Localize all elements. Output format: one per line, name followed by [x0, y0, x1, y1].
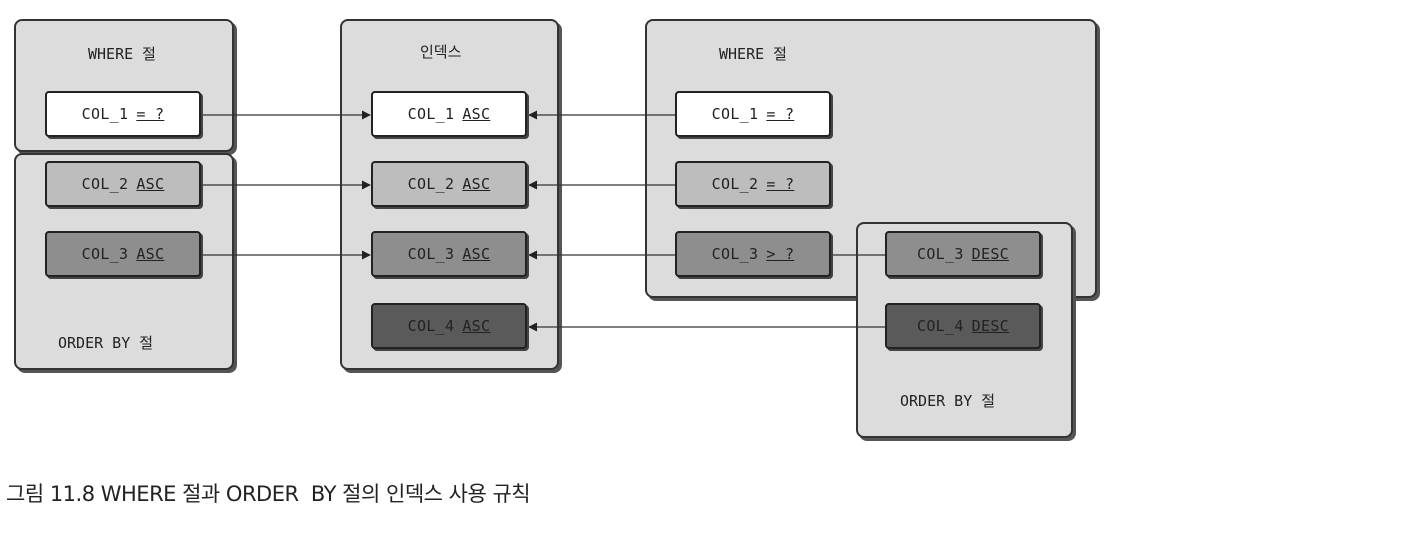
- index-col1-name: COL_1: [407, 105, 455, 123]
- left-where-title: WHERE 절: [88, 45, 156, 63]
- left-col3-box: COL_3 ASC: [45, 231, 201, 277]
- index-col3-box: COL_3 ASC: [371, 231, 527, 277]
- left-col1-name: COL_1: [81, 105, 129, 123]
- index-col1-box: COL_1 ASC: [371, 91, 527, 137]
- index-col2-name: COL_2: [407, 175, 455, 193]
- index-col3-name: COL_3: [407, 245, 455, 263]
- right-where-title: WHERE 절: [719, 45, 787, 63]
- right-col2-name: COL_2: [711, 175, 759, 193]
- right-orderby-title: ORDER BY 절: [900, 392, 996, 410]
- right-col3-name: COL_3: [711, 245, 759, 263]
- right-col1-op: = ?: [766, 105, 795, 123]
- left-orderby-title: ORDER BY 절: [58, 334, 154, 352]
- index-col4-op: ASC: [462, 317, 491, 335]
- index-title: 인덱스: [420, 43, 462, 61]
- right-col2-op: = ?: [766, 175, 795, 193]
- orderby-col4-box: COL_4 DESC: [885, 303, 1041, 349]
- left-col1-box: COL_1 = ?: [45, 91, 201, 137]
- orderby-col4-op: DESC: [971, 317, 1009, 335]
- index-col3-op: ASC: [462, 245, 491, 263]
- left-col2-op: ASC: [136, 175, 165, 193]
- index-col2-op: ASC: [462, 175, 491, 193]
- left-col2-name: COL_2: [81, 175, 129, 193]
- index-col2-box: COL_2 ASC: [371, 161, 527, 207]
- left-col3-name: COL_3: [81, 245, 129, 263]
- right-col1-box: COL_1 = ?: [675, 91, 831, 137]
- right-col2-box: COL_2 = ?: [675, 161, 831, 207]
- right-col3-op: > ?: [766, 245, 795, 263]
- orderby-col3-op: DESC: [971, 245, 1009, 263]
- index-col1-op: ASC: [462, 105, 491, 123]
- index-col4-box: COL_4 ASC: [371, 303, 527, 349]
- figure-caption: 그림 11.8 WHERE 절과 ORDER BY 절의 인덱스 사용 규칙: [6, 482, 531, 506]
- orderby-col4-name: COL_4: [917, 317, 964, 335]
- right-col3-box: COL_3 > ?: [675, 231, 831, 277]
- orderby-col3-name: COL_3: [917, 245, 964, 263]
- left-col2-box: COL_2 ASC: [45, 161, 201, 207]
- left-col1-op: = ?: [136, 105, 165, 123]
- orderby-col3-box: COL_3 DESC: [885, 231, 1041, 277]
- index-col4-name: COL_4: [407, 317, 455, 335]
- left-col3-op: ASC: [136, 245, 165, 263]
- right-col1-name: COL_1: [711, 105, 759, 123]
